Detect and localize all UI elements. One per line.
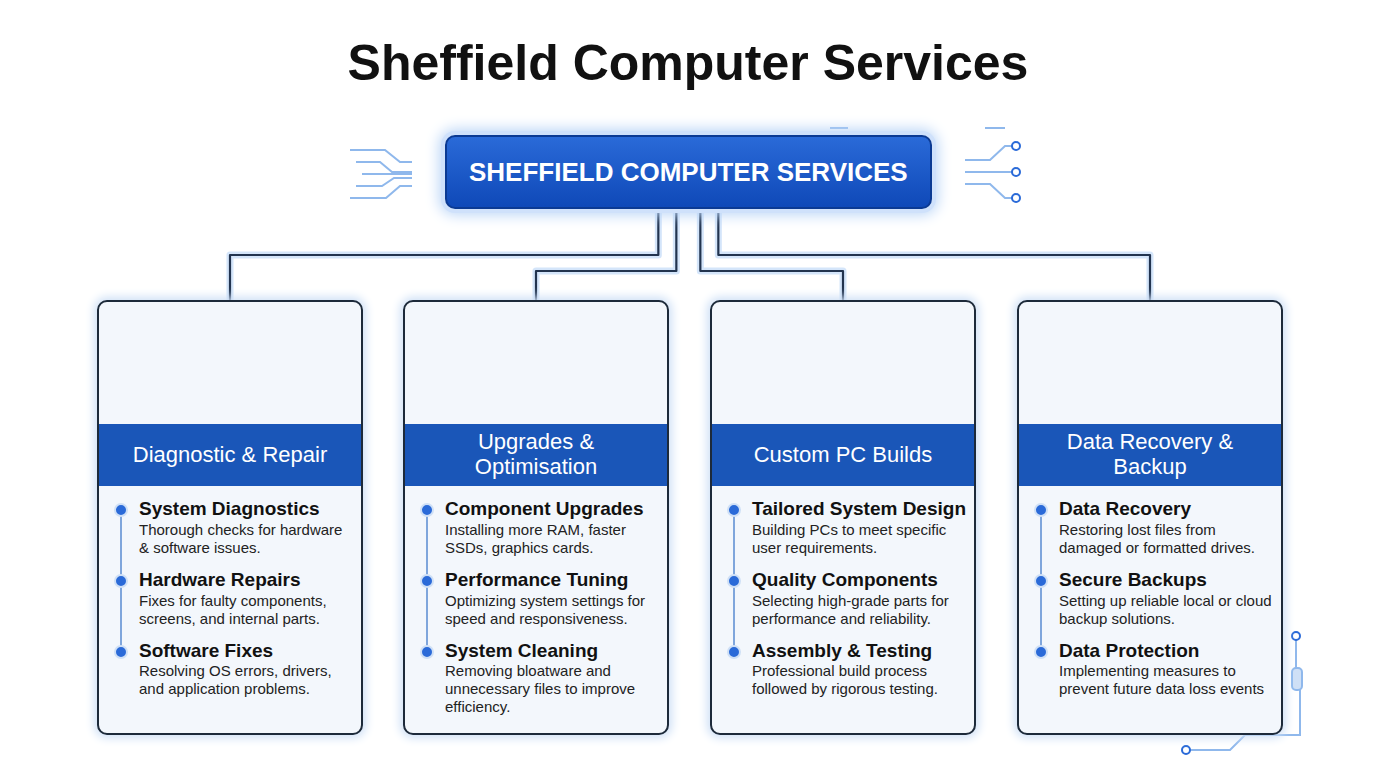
service-item: System CleaningRemoving bloatware and un…: [405, 640, 659, 717]
service-item: Performance TuningOptimizing system sett…: [405, 569, 659, 628]
card-header-slot: Custom PC Builds: [712, 424, 974, 486]
connector-glow: [536, 209, 676, 300]
timeline-line: [426, 512, 428, 575]
service-name: System Cleaning: [445, 640, 659, 663]
connector-glow: [230, 209, 658, 300]
service-card: Custom PC BuildsTailored System DesignBu…: [710, 300, 976, 735]
category-band: Upgrades & Optimisation: [405, 424, 667, 486]
service-description: Fixes for faulty components, screens, an…: [139, 592, 353, 628]
category-band: Data Recovery & Backup: [1019, 424, 1281, 486]
timeline-line: [426, 583, 428, 646]
bullet-dot: [420, 503, 434, 517]
service-name: Software Fixes: [139, 640, 353, 663]
service-list: System DiagnosticsThorough checks for ha…: [99, 486, 361, 698]
bullet-dot: [114, 645, 128, 659]
service-description: Professional build process followed by r…: [752, 662, 966, 698]
timeline-line: [1040, 512, 1042, 575]
service-item: Hardware RepairsFixes for faulty compone…: [99, 569, 353, 628]
connector: [230, 209, 658, 300]
service-card: Data Recovery & BackupData RecoveryResto…: [1017, 300, 1283, 735]
connector-line: [230, 209, 658, 300]
connector-line: [536, 209, 676, 300]
service-description: Selecting high-grade parts for performan…: [752, 592, 966, 628]
title-box-text: SHEFFIELD COMPUTER SERVICES: [469, 157, 908, 188]
category-band: Diagnostic & Repair: [99, 424, 361, 486]
service-list: Data RecoveryRestoring lost files from d…: [1019, 486, 1281, 698]
service-item: Tailored System DesignBuilding PCs to me…: [712, 498, 966, 557]
service-description: Removing bloatware and unnecessary files…: [445, 662, 659, 716]
service-name: Data Recovery: [1059, 498, 1273, 521]
timeline-line: [733, 583, 735, 646]
bullet-dot: [420, 574, 434, 588]
service-list: Tailored System DesignBuilding PCs to me…: [712, 486, 974, 698]
bullet-dot: [727, 503, 741, 517]
bullet-dot: [727, 574, 741, 588]
service-description: Optimizing system settings for speed and…: [445, 592, 659, 628]
service-item: Data ProtectionImplementing measures to …: [1019, 640, 1273, 699]
bullet-dot: [420, 645, 434, 659]
service-list: Component UpgradesInstalling more RAM, f…: [405, 486, 667, 716]
service-name: Hardware Repairs: [139, 569, 353, 592]
service-item: Software FixesResolving OS errors, drive…: [99, 640, 353, 699]
connector: [536, 209, 676, 300]
service-description: Resolving OS errors, drivers, and applic…: [139, 662, 353, 698]
service-name: Quality Components: [752, 569, 966, 592]
card-header-slot: Upgrades & Optimisation: [405, 424, 667, 486]
category-band: Custom PC Builds: [712, 424, 974, 486]
bullet-dot: [114, 574, 128, 588]
title-box: SHEFFIELD COMPUTER SERVICES: [445, 135, 932, 209]
service-item: Secure BackupsSetting up reliable local …: [1019, 569, 1273, 628]
bullet-dot: [1034, 645, 1048, 659]
service-description: Installing more RAM, faster SSDs, graphi…: [445, 521, 659, 557]
diagram-title: Sheffield Computer Services: [0, 34, 1376, 92]
connector-glow: [718, 209, 1150, 300]
service-name: Performance Tuning: [445, 569, 659, 592]
category-heading: Diagnostic & Repair: [133, 443, 327, 468]
service-name: Secure Backups: [1059, 569, 1273, 592]
card-header-slot: Diagnostic & Repair: [99, 424, 361, 486]
card-header-slot: Data Recovery & Backup: [1019, 424, 1281, 486]
service-name: Component Upgrades: [445, 498, 659, 521]
service-description: Building PCs to meet specific user requi…: [752, 521, 966, 557]
category-heading: Upgrades & Optimisation: [415, 430, 657, 479]
circuit-dots: [1012, 142, 1020, 202]
timeline-line: [733, 512, 735, 575]
service-card: Upgrades & OptimisationComponent Upgrade…: [403, 300, 669, 735]
category-heading: Data Recovery & Backup: [1029, 430, 1271, 479]
bullet-dot: [1034, 574, 1048, 588]
service-item: Assembly & TestingProfessional build pro…: [712, 640, 966, 699]
timeline-line: [120, 583, 122, 646]
timeline-line: [1040, 583, 1042, 646]
service-item: Data RecoveryRestoring lost files from d…: [1019, 498, 1273, 557]
service-description: Implementing measures to prevent future …: [1059, 662, 1273, 698]
service-name: Data Protection: [1059, 640, 1273, 663]
service-description: Restoring lost files from damaged or for…: [1059, 521, 1273, 557]
bullet-dot: [114, 503, 128, 517]
service-item: Quality ComponentsSelecting high-grade p…: [712, 569, 966, 628]
connector-line: [718, 209, 1150, 300]
service-card: Diagnostic & RepairSystem DiagnosticsTho…: [97, 300, 363, 735]
service-name: Tailored System Design: [752, 498, 966, 521]
service-description: Setting up reliable local or cloud backu…: [1059, 592, 1273, 628]
connector: [718, 209, 1150, 300]
bullet-dot: [727, 645, 741, 659]
service-description: Thorough checks for hardware & software …: [139, 521, 353, 557]
timeline-line: [120, 512, 122, 575]
service-name: Assembly & Testing: [752, 640, 966, 663]
category-heading: Custom PC Builds: [754, 443, 933, 468]
service-item: Component UpgradesInstalling more RAM, f…: [405, 498, 659, 557]
service-name: System Diagnostics: [139, 498, 353, 521]
bullet-dot: [1034, 503, 1048, 517]
service-item: System DiagnosticsThorough checks for ha…: [99, 498, 353, 557]
